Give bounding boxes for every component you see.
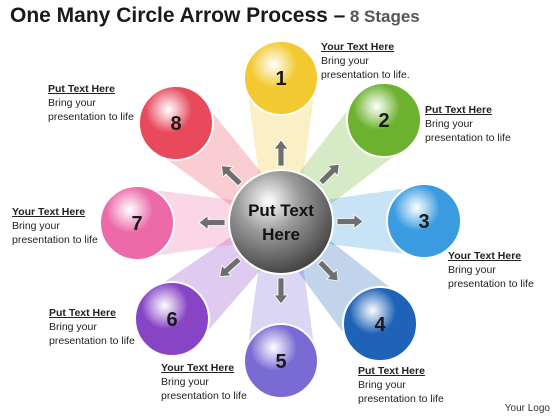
- stage-3-arrow: [336, 213, 364, 230]
- stage-2-arrow: [318, 163, 340, 186]
- stage-1-circle: [243, 40, 319, 116]
- stage-6-number: 6: [166, 309, 177, 331]
- callout-3-line1: Bring your: [448, 264, 496, 276]
- center-text-line1: Put Text: [248, 201, 314, 220]
- callout-5-line1: Bring your: [161, 376, 209, 388]
- center-text-line2: Here: [262, 225, 300, 244]
- callout-5-heading: Your Text Here: [161, 362, 235, 374]
- callout-3-heading: Your Text Here: [448, 250, 522, 262]
- stage-1-arrow: [273, 139, 289, 167]
- callout-2: Put Text Here Bring your presentation to…: [425, 103, 511, 145]
- callout-3: Your Text Here Bring your presentation t…: [448, 249, 534, 291]
- diagram-title: One Many Circle Arrow Process – 8 Stages: [10, 4, 420, 28]
- callout-8-heading: Put Text Here: [48, 83, 115, 95]
- stage-4-arrow: [317, 259, 339, 282]
- stage-7-circle: [99, 185, 175, 261]
- callout-7-heading: Your Text Here: [12, 206, 86, 218]
- callout-5: Your Text Here Bring your presentation t…: [161, 361, 247, 403]
- stage-2-circle: [346, 82, 422, 158]
- callout-1-line2: presentation to life.: [321, 69, 410, 81]
- callout-7-line2: presentation to life: [12, 234, 98, 246]
- stage-8-arrow: [220, 165, 243, 187]
- stage-5-arrow: [273, 277, 289, 305]
- callout-2-heading: Put Text Here: [425, 104, 492, 116]
- callout-1-heading: Your Text Here: [321, 41, 395, 53]
- stage-5-number: 5: [275, 351, 286, 373]
- callout-4-line1: Bring your: [358, 379, 406, 391]
- callout-8: Put Text Here Bring your presentation to…: [48, 82, 134, 124]
- center-circle: [228, 169, 334, 275]
- stage-8-number: 8: [170, 113, 181, 135]
- stage-6-circle: [134, 281, 210, 357]
- callout-4-line2: presentation to life: [358, 393, 444, 405]
- stage-7-number: 7: [131, 213, 142, 235]
- stage-8-circle: [138, 85, 214, 161]
- stage-1-number: 1: [275, 68, 286, 90]
- callout-2-line1: Bring your: [425, 118, 473, 130]
- callout-1: Your Text Here Bring your presentation t…: [321, 40, 410, 82]
- callout-5-line2: presentation to life: [161, 390, 247, 402]
- callout-6-line1: Bring your: [49, 321, 97, 333]
- callout-4-heading: Put Text Here: [358, 365, 425, 377]
- callout-7-line1: Bring your: [12, 220, 60, 232]
- stage-3-number: 3: [418, 211, 429, 233]
- stage-3-circle: [386, 183, 462, 259]
- logo-text: Your Logo: [504, 403, 550, 414]
- title-sub: 8 Stages: [349, 7, 420, 26]
- callout-6-line2: presentation to life: [49, 335, 135, 347]
- callout-1-line1: Bring your: [321, 55, 369, 67]
- callout-6: Put Text Here Bring your presentation to…: [49, 306, 135, 348]
- title-main: One Many Circle Arrow Process –: [10, 4, 346, 27]
- callout-3-line2: presentation to life: [448, 278, 534, 290]
- stage-6-arrow: [219, 256, 242, 277]
- callout-4: Put Text Here Bring your presentation to…: [358, 364, 444, 406]
- stage-4-number: 4: [374, 314, 386, 336]
- callout-2-line2: presentation to life: [425, 132, 511, 144]
- callout-7: Your Text Here Bring your presentation t…: [12, 205, 98, 247]
- stage-2-number: 2: [378, 110, 389, 132]
- callout-8-line1: Bring your: [48, 97, 96, 109]
- callout-6-heading: Put Text Here: [49, 307, 116, 319]
- stage-4-circle: [342, 286, 418, 362]
- stage-7-arrow: [198, 214, 226, 231]
- callout-8-line2: presentation to life: [48, 111, 134, 123]
- stage-5-circle: [243, 323, 319, 399]
